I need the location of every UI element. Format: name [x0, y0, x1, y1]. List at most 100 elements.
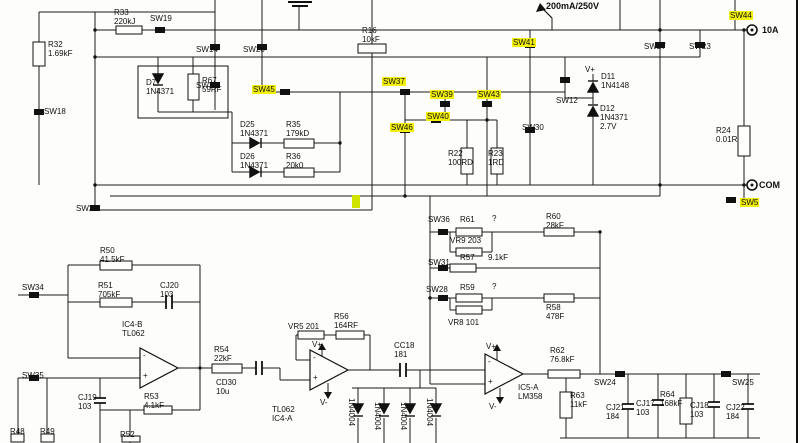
label-line: 1N4004 — [373, 402, 382, 431]
sw43-switch-pad — [482, 101, 492, 107]
terminal-com — [746, 179, 758, 191]
label-line: R54 — [214, 345, 229, 354]
label-in4004-1: 1N4004 — [347, 398, 356, 426]
label-line: 11kF — [570, 400, 588, 410]
label-line: D25 — [240, 120, 255, 129]
label-line: - — [313, 353, 316, 362]
label-line: + — [143, 371, 148, 380]
label-line: 2.7V — [600, 122, 617, 132]
label-line: 184 — [606, 412, 620, 422]
sw19-switch-pad — [155, 27, 165, 33]
label-line: - — [143, 351, 146, 360]
label-line: CJ20 — [160, 281, 179, 290]
label-line: SW25 — [732, 378, 754, 387]
label-line: SW44 — [730, 11, 752, 20]
label-sw31: SW31 — [428, 258, 450, 267]
label-line: R48 — [10, 427, 25, 436]
d25-diode — [249, 136, 262, 150]
label-line: 181 — [394, 350, 408, 360]
label-line: SW31 — [428, 258, 450, 267]
r35-resistor — [283, 138, 315, 149]
label-r57-val: 9.1kF — [488, 253, 508, 262]
label-line: SW45 — [253, 85, 275, 94]
label-line: CD30 — [216, 378, 237, 387]
label-line: IC4-A — [272, 414, 293, 424]
label-line: TL062 — [272, 405, 295, 414]
label-line: R35 — [286, 120, 301, 129]
label-line: SW43 — [478, 90, 500, 99]
range-arrow-icon — [536, 3, 553, 19]
r16-resistor — [357, 43, 387, 54]
label-sw26: SW26 — [76, 204, 98, 213]
ic4a-opamp — [309, 349, 350, 391]
sw35-switch-pad — [29, 375, 39, 381]
label-line: CJ22 — [726, 403, 745, 412]
label-vr9: VR9 203 — [450, 236, 481, 245]
label-line: V+ — [585, 65, 596, 74]
label-line: SW23 — [689, 42, 711, 51]
d7-r67-module-outline — [137, 65, 229, 119]
cc18-capacitor — [399, 363, 407, 377]
label-line: COM — [759, 180, 780, 190]
label-sw19: SW19 — [150, 14, 172, 23]
label-line: 705kF — [98, 290, 121, 300]
label-line: 1N4371 — [240, 129, 269, 139]
label-line: IC5-A — [518, 383, 539, 392]
cj22-capacitor — [742, 403, 754, 410]
label-line: R64 — [660, 390, 675, 399]
label-line: 100RD — [448, 158, 473, 168]
ic5a-vplus-arrow — [493, 344, 501, 351]
label-line: R61 — [460, 215, 475, 224]
sw20-switch-pad — [257, 44, 267, 50]
label-line: R63 — [570, 391, 585, 400]
label-line: SW46 — [391, 123, 413, 132]
in4004-diode-4 — [429, 403, 443, 417]
label-line: 1N4004 — [347, 398, 356, 427]
label-line: R16 — [362, 26, 377, 35]
label-line: 1N4004 — [399, 402, 408, 431]
label-line: 10kF — [362, 35, 380, 45]
r61-resistor — [455, 227, 483, 237]
r59-resistor — [455, 293, 483, 303]
label-r59: R59 — [460, 283, 475, 292]
sw18-switch-pad — [34, 109, 44, 115]
label-line: 1N4371 — [146, 87, 175, 97]
label-r61: R61 — [460, 215, 475, 224]
ic4a-vplus-arrow — [318, 343, 326, 350]
label-line: R67 — [202, 76, 217, 85]
label-line: SW28 — [426, 285, 448, 294]
sw25-switch-pad — [721, 371, 731, 377]
label-v-plus-diodes: V+ — [585, 65, 595, 74]
label-sw39: SW39 — [430, 90, 454, 100]
label-line: 1RD — [488, 158, 505, 168]
label-line: R62 — [550, 346, 565, 355]
label-line: R33 — [114, 8, 129, 17]
sw28-switch-pad — [438, 295, 448, 301]
label-line: SW5 — [741, 198, 759, 207]
r67-resistor — [187, 73, 200, 101]
r60-resistor — [543, 227, 575, 237]
label-line: 10A — [762, 25, 779, 35]
power-arrowheads — [318, 343, 504, 404]
r49-resistor — [40, 433, 55, 443]
label-line: R32 — [48, 40, 63, 49]
in4004-diode-2 — [377, 403, 391, 417]
label-line: V- — [320, 398, 328, 407]
label-in4004-3: 1N4004 — [399, 402, 408, 430]
label-line: R52 — [120, 430, 135, 439]
label-line: 1N4371 — [240, 161, 269, 171]
